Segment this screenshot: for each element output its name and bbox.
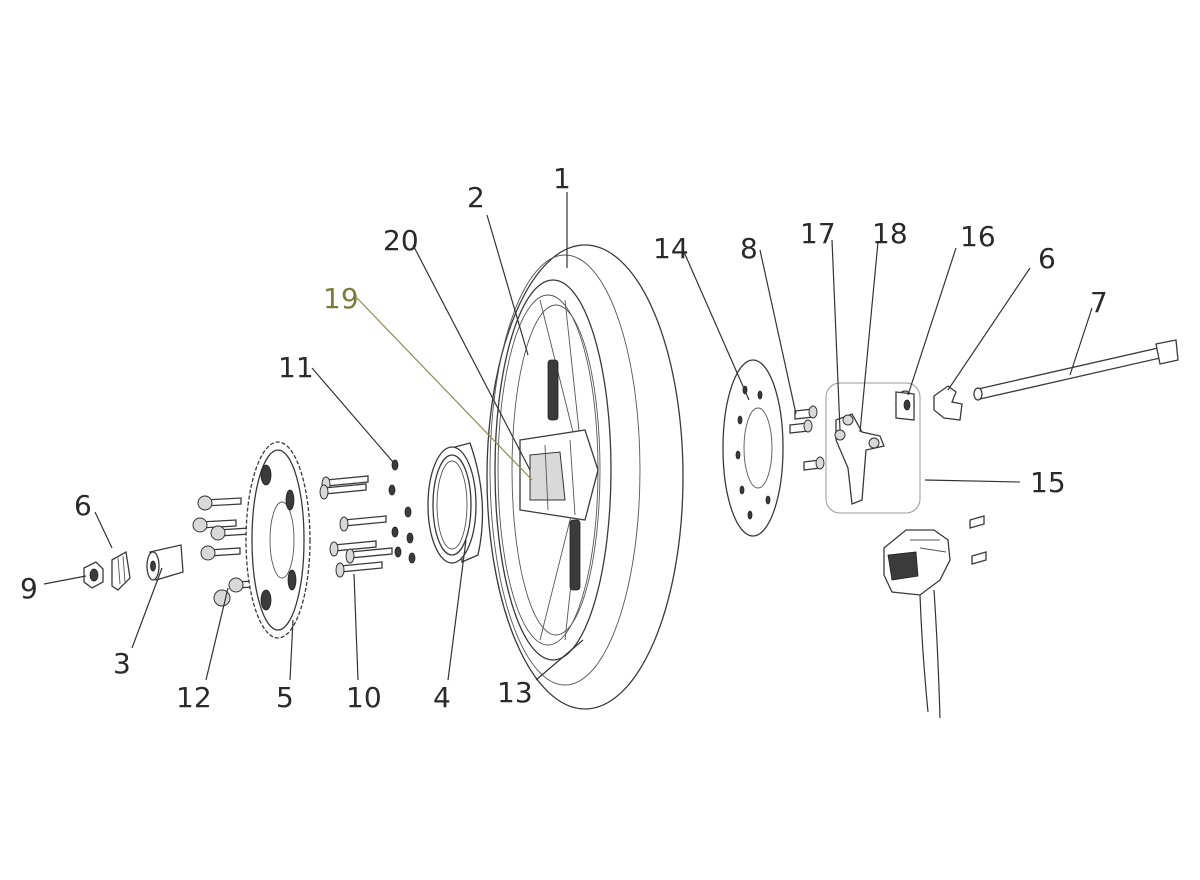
callout-6-right: 6 [1038,242,1056,275]
part-7-axle [973,339,1179,401]
part-6-chain-adjuster-right [933,385,963,421]
callout-10: 10 [346,681,382,714]
callout-12: 12 [176,681,212,714]
part-10-hub-bolts [319,475,393,578]
part-16-spacer [895,390,915,421]
callout-6-left: 6 [74,489,92,522]
leader-lines [43,192,1093,681]
callout-11: 11 [278,351,314,384]
part-17-18-caliper-bracket [834,413,885,505]
callout-8: 8 [740,232,758,265]
callout-2: 2 [467,181,485,214]
callout-13: 13 [497,676,533,709]
callout-3: 3 [113,647,131,680]
callout-17: 17 [800,217,836,250]
part-8-disc-bolts [789,405,825,471]
brake-caliper [883,515,987,719]
callout-labels: 1 2 3 4 5 6 6 7 8 9 10 11 12 13 14 15 16… [20,162,1108,714]
sprocket-bolts [192,495,273,607]
callout-9: 9 [20,572,38,605]
part-5-sprocket [245,441,311,639]
callout-15: 15 [1030,466,1066,499]
callout-4: 4 [433,681,451,714]
callout-16: 16 [960,220,996,253]
callout-7: 7 [1090,286,1108,319]
callout-1: 1 [553,162,571,195]
callout-14: 14 [653,232,689,265]
part-13-hub [519,359,599,591]
callout-5: 5 [276,681,294,714]
callout-20: 20 [383,224,419,257]
part-14-brake-disc [722,359,784,537]
part-4-sprocket-carrier [427,442,484,564]
part-3-spacer [146,544,184,581]
callout-19: 19 [323,282,359,315]
callout-18: 18 [872,217,908,250]
part-15-caliper-assembly-box [825,382,921,514]
part-11-nuts [388,459,416,564]
part-6-chain-adjuster-left [111,550,131,591]
part-9-axle-nut [83,561,104,589]
